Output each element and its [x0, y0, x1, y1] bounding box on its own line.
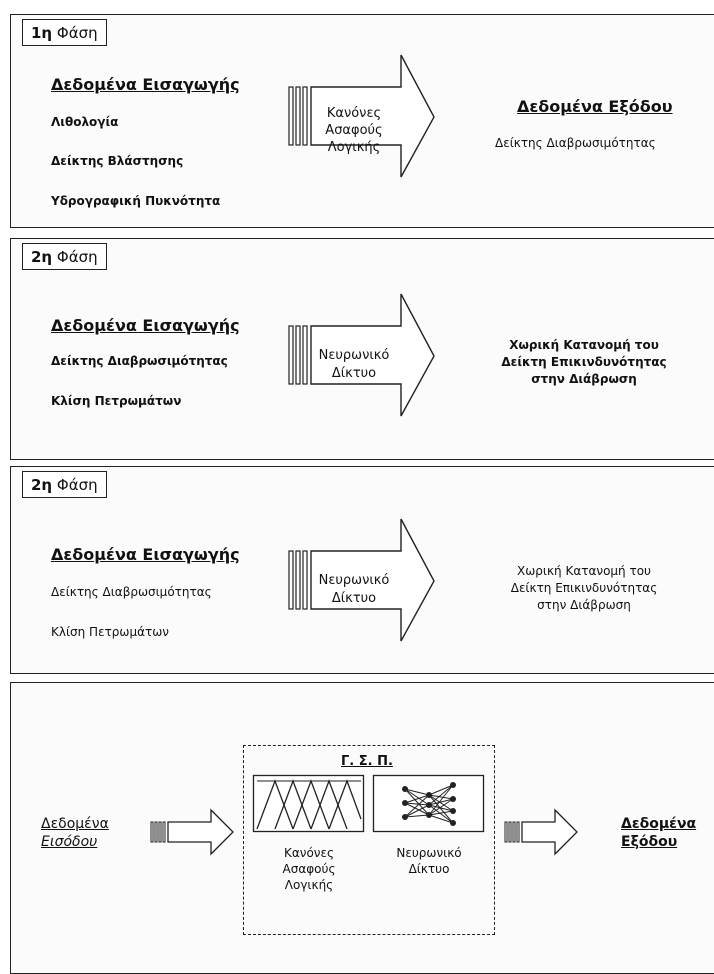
input-rock-slope: Κλίση Πετρωμάτων: [51, 394, 182, 408]
input-arrow: [150, 808, 234, 856]
neural-network-icon: [372, 774, 485, 833]
output-data-label: Δεδομένα Εξόδου: [621, 816, 697, 850]
input-data-heading: Δεδομένα Εισαγωγής: [51, 545, 240, 564]
input-data-heading: Δεδομένα Εισαγωγής: [51, 75, 240, 94]
output-risk-distribution: Χωρική Κατανομή του Δείκτη Επικινδυνότητ…: [510, 564, 658, 612]
phase-3-label: 2η Φάση: [22, 471, 107, 498]
input-lithology: Λιθολογία: [51, 115, 119, 129]
input-erodibility-index: Δείκτης Διαβρωσιμότητας: [51, 585, 212, 599]
phase-2-panel: 2η Φάση Δεδομένα Εισαγωγής Δείκτης Διαβρ…: [10, 238, 714, 460]
phase-1-label: 1η Φάση: [22, 19, 107, 46]
output-arrow: [504, 808, 578, 856]
process-arrow: [288, 54, 435, 178]
input-drainage-density: Υδρογραφική Πυκνότητα: [51, 194, 221, 208]
fuzzy-logic-rules-label: Κανόνες Ασαφούς Λογικής: [325, 106, 383, 155]
fuzzy-logic-rules-label: Κανόνες Ασαφούς Λογικής: [282, 846, 336, 892]
system-panel: Δεδομένα Εισόδου Γ. Σ. Π.: [10, 682, 714, 974]
fuzzy-membership-icon: [252, 774, 365, 833]
neural-network-label: Νευρωνικό Δίκτυο: [318, 348, 390, 381]
input-vegetation-index: Δείκτης Βλάστησης: [51, 154, 184, 168]
phase-1-panel: 1η Φάση Δεδομένα Εισαγωγής Λιθολογία Δεί…: [10, 14, 714, 228]
output-erodibility-index: Δείκτης Διαβρωσιμότητας: [495, 136, 656, 150]
output-risk-distribution: Χωρική Κατανομή του Δείκτη Επικινδυνότητ…: [501, 338, 667, 386]
process-arrow: [288, 293, 435, 417]
gis-title: Γ. Σ. Π.: [341, 754, 393, 769]
neural-network-label: Νευρωνικό Δίκτυο: [396, 846, 462, 876]
input-data-label: Δεδομένα Εισόδου: [41, 816, 109, 850]
process-arrow: [288, 518, 435, 642]
phase-3-panel: 2η Φάση Δεδομένα Εισαγωγής Δείκτης Διαβρ…: [10, 466, 714, 674]
output-data-heading: Δεδομένα Εξόδου: [517, 97, 673, 116]
gis-box: [243, 745, 495, 935]
input-data-heading: Δεδομένα Εισαγωγής: [51, 316, 240, 335]
phase-2-label: 2η Φάση: [22, 243, 107, 270]
input-rock-slope: Κλίση Πετρωμάτων: [51, 625, 169, 639]
neural-network-label: Νευρωνικό Δίκτυο: [318, 573, 390, 606]
input-erodibility-index: Δείκτης Διαβρωσιμότητας: [51, 354, 228, 368]
